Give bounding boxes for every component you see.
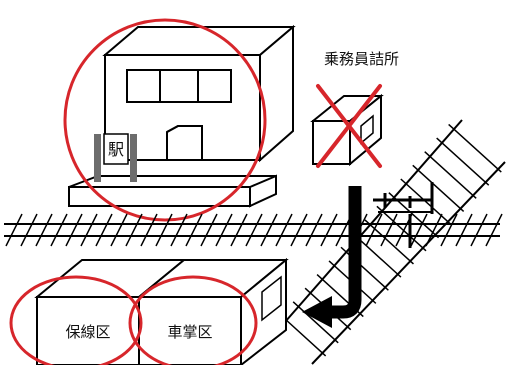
track-tie — [200, 213, 218, 247]
track-tie — [380, 213, 398, 247]
track-tie — [376, 205, 427, 252]
station-highlight-circle — [63, 18, 267, 222]
track-tie — [95, 213, 113, 247]
track-tie — [80, 213, 98, 247]
station-sign-text: 駅 — [108, 140, 124, 159]
crew-district-front — [138, 296, 242, 365]
track-tie — [50, 213, 68, 247]
arrow-head — [302, 296, 332, 328]
track-tie — [280, 314, 327, 357]
track-tie — [448, 123, 502, 173]
horizontal-track-ties — [5, 213, 503, 247]
track-tie — [140, 213, 158, 247]
track-tie — [364, 219, 414, 265]
track-tie — [5, 213, 23, 247]
station-sign: 駅 — [94, 133, 137, 182]
diagonal-track — [277, 119, 506, 365]
station-window-2 — [159, 69, 199, 103]
sign-board — [103, 133, 129, 165]
track-tie — [320, 213, 338, 247]
station-door-canopy — [166, 125, 203, 161]
track-tie — [412, 164, 465, 213]
track-tie — [290, 213, 308, 247]
red-x-icon — [316, 84, 382, 168]
crew-district-label: 車掌区 — [167, 323, 212, 341]
track-tie — [340, 246, 389, 291]
station-window-3 — [197, 69, 232, 103]
arrow-shaft — [330, 186, 362, 319]
track-tie — [20, 213, 38, 247]
track-tie — [215, 213, 233, 247]
crew-district-highlight-circle — [128, 275, 258, 365]
curved-arrow-icon — [302, 186, 362, 328]
station-window-1 — [126, 69, 161, 103]
track-tie — [260, 213, 278, 247]
track-tie — [305, 213, 323, 247]
track-tie — [35, 213, 53, 247]
track-maintenance-front — [36, 296, 140, 365]
track-tie — [170, 213, 188, 247]
track-tie — [436, 137, 490, 186]
track-tie — [125, 213, 143, 247]
railway-signal-icon — [373, 182, 434, 248]
crew-office-window — [360, 114, 374, 145]
station-platform-side — [249, 174, 277, 208]
track-maintenance-label: 保線区 — [65, 323, 110, 341]
crew-office-front — [312, 120, 351, 165]
track-tie — [400, 178, 452, 226]
track-tie — [185, 213, 203, 247]
crew-district-window — [261, 275, 282, 322]
track-tie — [110, 213, 128, 247]
track-tie — [455, 213, 473, 247]
track-tie — [470, 213, 488, 247]
track-tie — [485, 213, 503, 247]
horizontal-track — [4, 213, 503, 247]
track-tie — [365, 213, 383, 247]
track-tie — [275, 213, 293, 247]
sign-pole-left — [94, 134, 101, 182]
station-building — [68, 24, 296, 208]
track-maintenance-highlight-circle — [9, 275, 143, 365]
sign-pole-right — [130, 134, 137, 182]
crew-office-label: 乗務員詰所 — [324, 50, 399, 68]
crew-office-box — [310, 93, 384, 167]
track-tie — [245, 213, 263, 247]
track-tie — [155, 213, 173, 247]
diagonal-track-ties — [280, 123, 502, 357]
track-tie — [292, 301, 339, 344]
track-tie — [424, 151, 477, 199]
track-tie — [230, 213, 248, 247]
track-tie — [65, 213, 83, 247]
track-tie — [440, 213, 458, 247]
track-tie — [410, 213, 428, 247]
